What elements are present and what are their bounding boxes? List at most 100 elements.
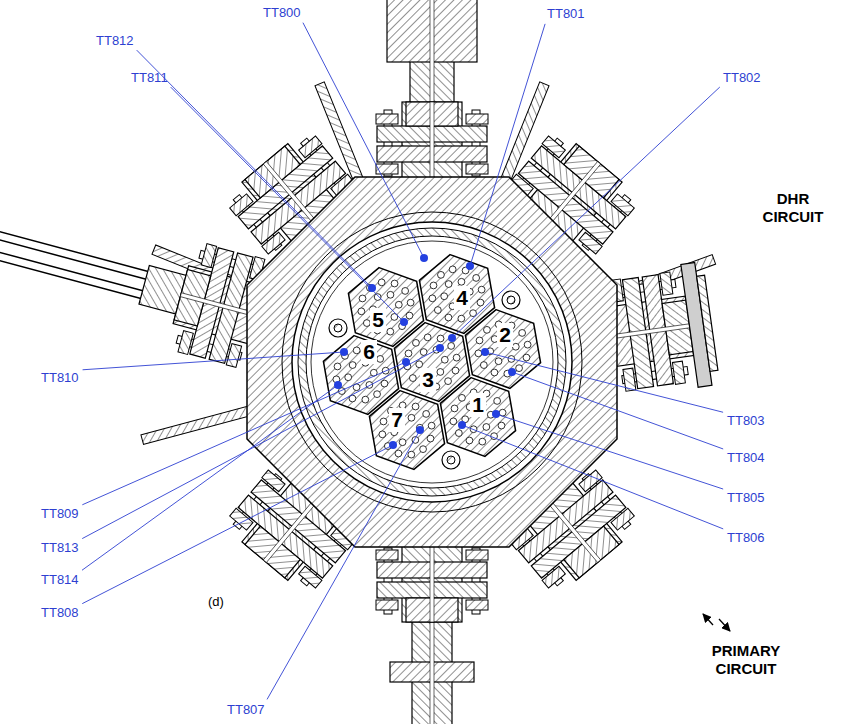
leader-line	[303, 23, 423, 256]
pin-symbol	[380, 418, 387, 425]
leader-line	[471, 24, 545, 263]
subassembly-number: 1	[470, 393, 486, 417]
pin-symbol	[420, 446, 427, 453]
pin-symbol	[516, 365, 523, 372]
pin-symbol	[519, 330, 526, 337]
pin-symbol	[484, 326, 491, 333]
pin-symbol	[462, 416, 469, 423]
subfigure-label: (d)	[207, 594, 225, 609]
leader-line	[454, 87, 720, 336]
subassembly-number: 2	[497, 323, 513, 347]
pin-symbol	[412, 403, 419, 410]
pin-symbol	[466, 437, 473, 444]
pin-symbol	[399, 439, 406, 446]
pin-symbol	[387, 291, 394, 298]
pin-symbol	[455, 430, 462, 437]
pin-symbol	[441, 293, 448, 300]
subassembly-number: 3	[420, 368, 436, 392]
pin-symbol	[362, 396, 369, 403]
pin-symbol	[416, 424, 423, 431]
subassembly-number: 6	[361, 340, 377, 364]
subassembly-number: 4	[454, 286, 470, 310]
pin-symbol	[449, 266, 456, 273]
pin-symbol	[494, 398, 501, 405]
pin-symbol	[333, 376, 340, 383]
pin-symbol	[448, 343, 455, 350]
pin-symbol	[498, 422, 505, 429]
pin-symbol	[412, 437, 419, 444]
pin-symbol	[379, 431, 386, 438]
pin-symbol	[470, 426, 477, 433]
pin-symbol	[407, 299, 414, 306]
pin-symbol	[477, 299, 484, 306]
pin-symbol	[338, 388, 345, 395]
pin-symbol	[367, 284, 374, 291]
pin-symbol	[391, 314, 398, 321]
pin-symbol	[366, 382, 373, 389]
pin-symbol	[429, 295, 436, 302]
pin-symbol	[458, 278, 465, 285]
thermocouple-label: TT814	[40, 572, 80, 587]
thermocouple-label: TT810	[40, 370, 80, 385]
hexagon-outline	[365, 388, 449, 472]
pin-symbol	[462, 267, 469, 274]
thermocouple-label: TT807	[226, 702, 266, 717]
subassembly-hexagon: 7	[365, 388, 449, 472]
pin-symbol	[374, 391, 381, 398]
pin-symbol	[424, 334, 431, 341]
pin-symbol	[491, 433, 498, 440]
pin-symbol	[405, 350, 412, 357]
pin-symbol	[382, 367, 389, 374]
subassembly-number: 7	[389, 408, 405, 432]
leader-line	[267, 433, 418, 700]
thermocouple-label: TT805	[726, 490, 766, 505]
pin-symbol	[334, 363, 341, 370]
pin-symbol	[458, 315, 465, 322]
pin-symbol	[475, 350, 482, 357]
pin-symbol	[395, 301, 402, 308]
subassembly-number: 5	[370, 308, 386, 332]
pin-symbol	[381, 380, 388, 387]
pin-symbol	[499, 409, 506, 416]
pin-symbol	[430, 282, 437, 289]
leader-line	[137, 50, 370, 286]
pin-symbol	[342, 352, 349, 359]
thermocouple-label: TT811	[130, 70, 169, 85]
pin-symbol	[391, 280, 398, 287]
leader-line	[83, 352, 341, 370]
pin-symbol	[480, 362, 487, 369]
thermocouple-label: TT808	[40, 605, 80, 620]
pin-symbol	[453, 354, 460, 361]
pin-symbol	[437, 335, 444, 342]
pin-symbol	[406, 312, 413, 319]
pin-symbol	[384, 443, 391, 450]
pin-symbol	[428, 422, 435, 429]
pin-symbol	[402, 288, 409, 295]
pin-symbol	[437, 369, 444, 376]
pin-symbol	[459, 394, 466, 401]
circuit-label: PRIMARY CIRCUIT	[690, 642, 802, 678]
thermocouple-label: TT802	[722, 70, 762, 85]
pin-symbol	[487, 348, 494, 355]
leader-line	[82, 387, 336, 570]
pin-symbol	[491, 369, 498, 376]
pin-symbol	[512, 343, 519, 350]
thermocouple-label: TT813	[40, 540, 80, 555]
pin-symbol	[523, 354, 530, 361]
pin-symbol	[508, 356, 515, 363]
pin-symbol	[404, 363, 411, 370]
pin-symbol	[478, 286, 485, 293]
thermocouple-label: TT812	[95, 33, 135, 48]
pin-symbol	[445, 281, 452, 288]
thermocouple-label: TT801	[546, 6, 586, 21]
subassembly-hexagon: 1	[436, 375, 520, 459]
thermocouple-label: TT809	[40, 506, 80, 521]
pin-symbol	[408, 414, 415, 421]
pin-symbol	[452, 367, 459, 374]
pin-symbol	[374, 294, 381, 301]
pin-symbol	[358, 308, 365, 315]
pin-symbol	[409, 375, 416, 382]
pin-symbol	[395, 450, 402, 457]
thermocouple-dot	[420, 254, 428, 262]
